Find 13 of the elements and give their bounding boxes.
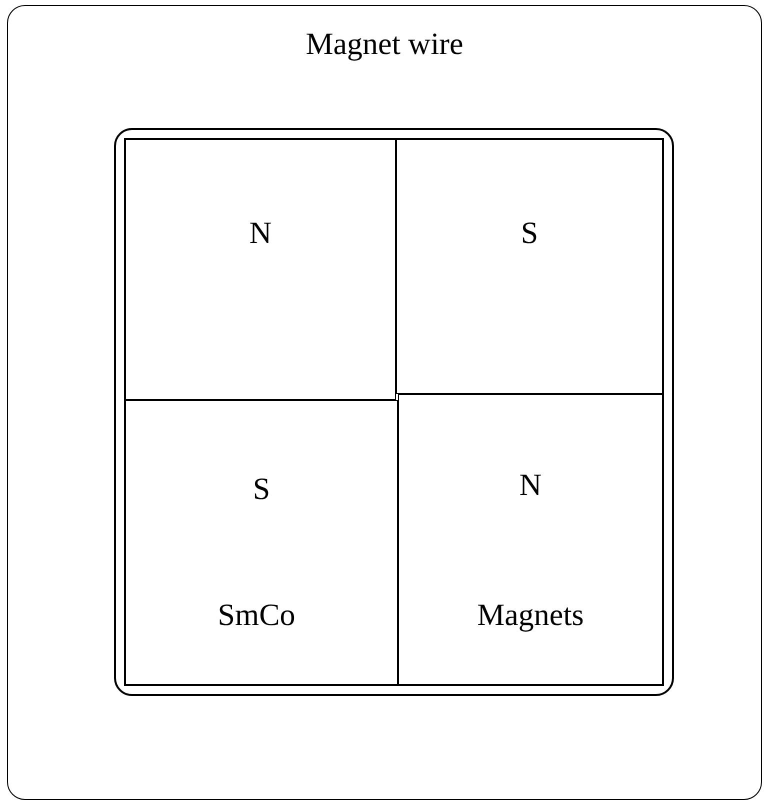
magnet-quadrant: [124, 400, 398, 686]
title-text: Magnet wire: [306, 26, 464, 62]
pole-label: S: [520, 215, 538, 251]
magnet-quadrant: [398, 394, 664, 686]
magnet-frame: [114, 128, 674, 696]
magnet-quadrant: [124, 138, 396, 400]
material-label: Magnets: [477, 597, 584, 633]
pole-label: S: [252, 471, 270, 507]
magnet-quadrant: [396, 138, 664, 394]
material-label: SmCo: [218, 597, 296, 633]
pole-label: N: [249, 215, 272, 251]
pole-label: N: [519, 467, 542, 503]
outer-panel: [7, 5, 762, 800]
